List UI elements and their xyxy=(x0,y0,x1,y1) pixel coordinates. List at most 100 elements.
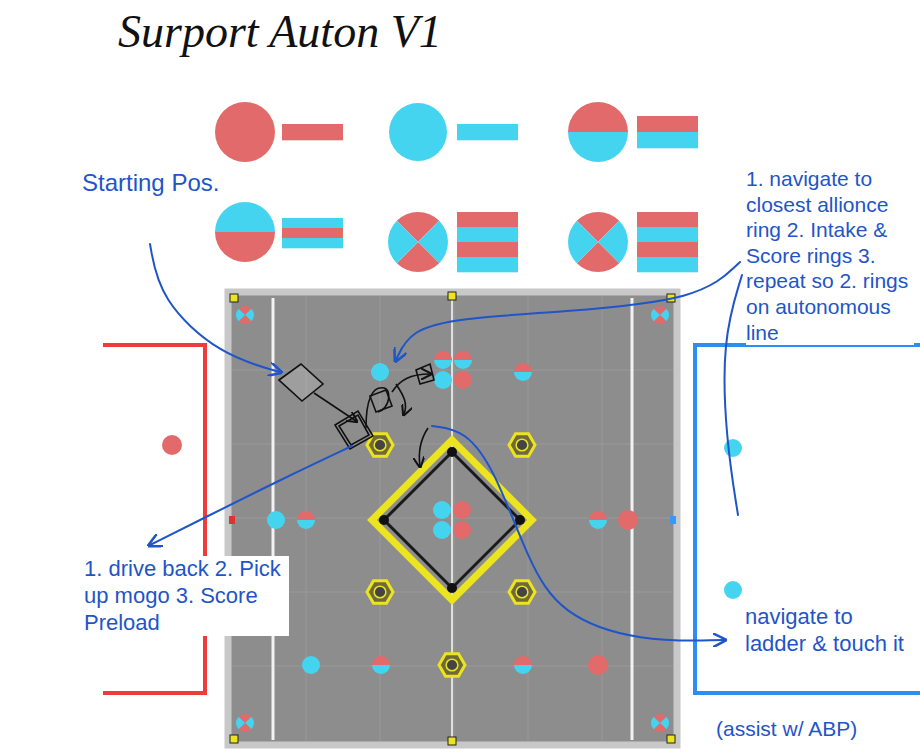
stack-bar xyxy=(637,242,698,257)
goal-stake xyxy=(516,586,528,598)
loop-arrow xyxy=(396,384,406,414)
ring-half xyxy=(568,132,628,162)
ring-half xyxy=(215,202,275,232)
field xyxy=(228,292,677,745)
ladder-post xyxy=(447,447,457,457)
mobile-goal xyxy=(509,434,535,457)
stack-bar xyxy=(637,257,698,272)
ring-half xyxy=(514,656,532,665)
ring xyxy=(267,511,285,529)
ladder-post xyxy=(515,515,525,525)
mogo-steps-note: 1. drive back 2. Pick up mogo 3. Score P… xyxy=(84,556,289,636)
field-floor xyxy=(228,292,677,745)
ring xyxy=(434,371,452,389)
mobile-goal xyxy=(509,581,535,604)
ring xyxy=(433,521,451,539)
ring-half xyxy=(514,665,532,674)
stack-bar xyxy=(457,257,518,272)
field-post xyxy=(667,735,675,743)
ring-half xyxy=(297,511,315,520)
stack-bar xyxy=(282,228,343,238)
stack-bar xyxy=(457,124,518,140)
leader-line xyxy=(396,262,740,360)
ladder-inner xyxy=(384,452,520,588)
leader-line xyxy=(150,446,352,545)
goal-stake xyxy=(516,439,528,451)
stack-bar xyxy=(282,218,343,228)
ring xyxy=(215,102,275,162)
robot-box xyxy=(370,390,392,412)
robot-box xyxy=(416,364,434,384)
ring xyxy=(389,103,447,161)
diagram-title: Surport Auton V1 xyxy=(118,4,558,60)
ring-wedge xyxy=(236,309,245,322)
goal-stake xyxy=(374,586,386,598)
ring xyxy=(302,656,320,674)
bracket-line xyxy=(725,275,742,515)
start-note: Starting Pos. xyxy=(82,168,232,197)
ring xyxy=(433,501,451,519)
ring xyxy=(588,655,608,675)
robot-mogo xyxy=(335,411,373,449)
ring-key xyxy=(215,102,698,272)
ring-half xyxy=(372,656,390,665)
ring-half xyxy=(514,372,532,381)
ring-wedge xyxy=(651,717,660,730)
goal-stake xyxy=(374,439,386,451)
ring-half xyxy=(454,351,472,360)
ring xyxy=(618,510,638,530)
robot-sketch xyxy=(279,364,434,466)
ring-half xyxy=(514,363,532,372)
to-ladder-arrow xyxy=(419,428,428,466)
ring-half xyxy=(568,102,628,132)
leader-line xyxy=(150,244,280,372)
ladder-note: navigate to ladder & touch it xyxy=(745,604,910,658)
ring-wedge xyxy=(388,221,418,263)
ring xyxy=(453,501,471,519)
ring-half xyxy=(297,520,315,529)
ladder-outer xyxy=(372,440,532,600)
stack-bar xyxy=(457,212,518,227)
blue-marker xyxy=(670,516,676,524)
goal-stake xyxy=(446,659,458,671)
ring xyxy=(453,521,471,539)
field-post xyxy=(230,294,238,302)
mobile-goal xyxy=(367,581,393,604)
ring-half xyxy=(434,351,452,360)
blue-zone xyxy=(695,345,920,693)
assist-note: (assist w/ ABP) xyxy=(716,716,912,742)
ring xyxy=(724,581,742,599)
ring-half xyxy=(589,511,607,520)
ring-half xyxy=(589,520,607,529)
ring xyxy=(162,435,182,455)
ring-wedge xyxy=(236,717,245,730)
field-post xyxy=(448,737,456,745)
ring-half xyxy=(215,232,275,262)
ring xyxy=(371,363,389,381)
ring xyxy=(724,439,742,457)
stack-bar xyxy=(457,227,518,242)
ring-wedge xyxy=(568,221,598,263)
stack-bar xyxy=(637,212,698,227)
stack-bar xyxy=(637,132,698,148)
robot-mogo xyxy=(339,415,369,445)
ring-steps-note: 1. navigate to closest allionce ring 2. … xyxy=(746,166,914,345)
leader-line xyxy=(432,426,724,641)
ring-half xyxy=(372,665,390,674)
ring-half xyxy=(454,360,472,369)
stack-bar xyxy=(282,124,343,140)
red-marker xyxy=(229,516,235,524)
stack-bar xyxy=(282,238,343,248)
ladder-post xyxy=(379,515,389,525)
ring-half xyxy=(434,360,452,369)
field-post xyxy=(230,735,238,743)
stack-bar xyxy=(637,116,698,132)
ladder-post xyxy=(447,583,457,593)
red-zone xyxy=(103,345,205,693)
ring xyxy=(454,371,472,389)
ring-wedge xyxy=(651,309,660,322)
field-post xyxy=(448,292,456,300)
stack-bar xyxy=(637,227,698,242)
